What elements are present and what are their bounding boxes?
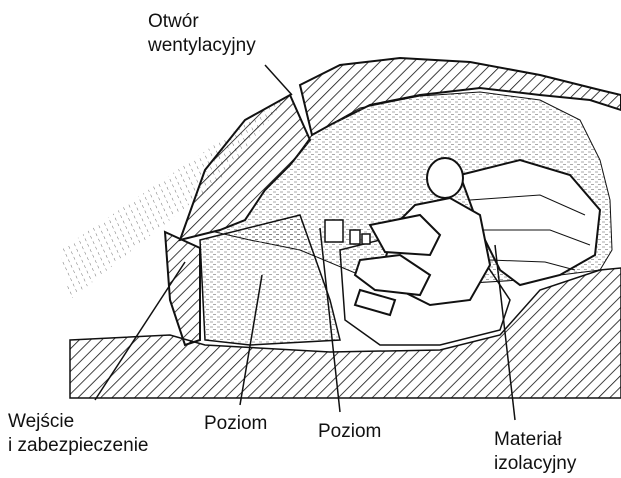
label-level-2: Poziom	[318, 420, 381, 444]
label-vent: Otwór wentylacyjny	[148, 10, 256, 58]
label-entrance: Wejście i zabezpieczenie	[8, 410, 148, 458]
ground	[70, 268, 621, 398]
label-insulation: Materiał izolacyjny	[494, 428, 576, 476]
label-level-1: Poziom	[204, 412, 267, 436]
entrance-block	[165, 232, 200, 345]
